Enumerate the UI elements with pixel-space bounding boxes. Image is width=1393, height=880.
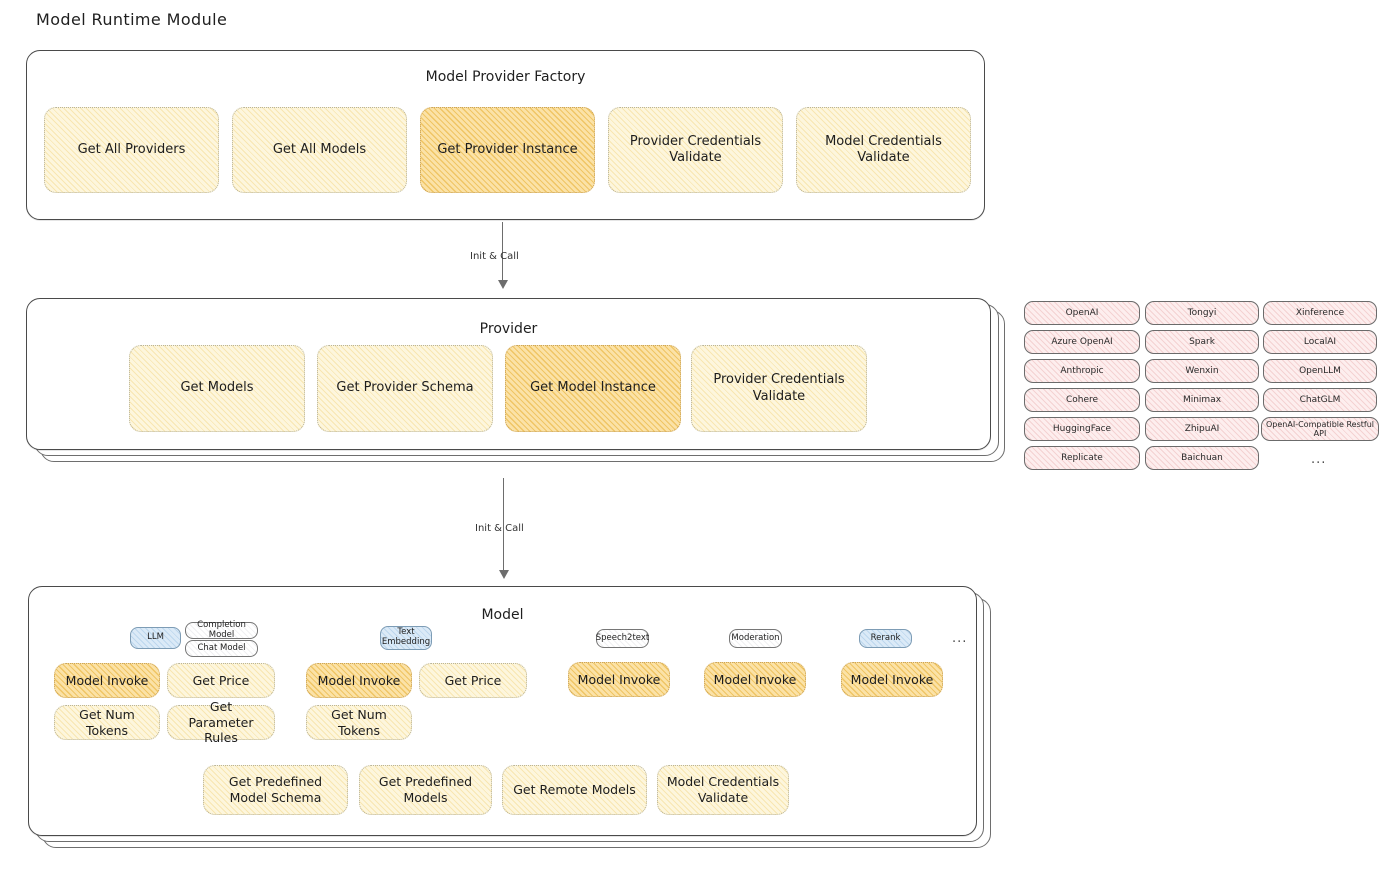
model-common-node-model-credentials-validate[interactable]: Model Credentials Validate bbox=[657, 765, 789, 815]
factory-node-get-all-models[interactable]: Get All Models bbox=[232, 107, 407, 193]
provider-pill-wenxin[interactable]: Wenxin bbox=[1145, 359, 1259, 383]
speech2text-node-model-invoke[interactable]: Model Invoke bbox=[568, 662, 670, 697]
provider-pill-openai-compatible-restful-api[interactable]: OpenAI-Compatible Restful API bbox=[1261, 417, 1379, 441]
factory-node-model-credentials-validate[interactable]: Model Credentials Validate bbox=[796, 107, 971, 193]
model-type-badge-moderation[interactable]: Moderation bbox=[729, 629, 782, 648]
provider-title: Provider bbox=[479, 321, 538, 337]
rerank-node-model-invoke[interactable]: Model Invoke bbox=[841, 662, 943, 697]
model-common-node-get-predefined-model-schema[interactable]: Get Predefined Model Schema bbox=[203, 765, 348, 815]
model-sub-badge-completion-model[interactable]: Completion Model bbox=[185, 620, 258, 639]
text-embedding-node-get-num-tokens[interactable]: Get Num Tokens bbox=[306, 705, 412, 740]
llm-node-model-invoke[interactable]: Model Invoke bbox=[54, 663, 160, 698]
provider-pill-anthropic[interactable]: Anthropic bbox=[1024, 359, 1140, 383]
arrow-factory-to-provider-head bbox=[498, 280, 508, 289]
arrow-provider-to-model-label: Init & Call bbox=[475, 523, 524, 534]
provider-pill-zhipuai[interactable]: ZhipuAI bbox=[1145, 417, 1259, 441]
provider-pill-localai[interactable]: LocalAI bbox=[1263, 330, 1377, 354]
factory-node-get-all-providers[interactable]: Get All Providers bbox=[44, 107, 219, 193]
provider-pill-huggingface[interactable]: HuggingFace bbox=[1024, 417, 1140, 441]
provider-pill-xinference[interactable]: Xinference bbox=[1263, 301, 1377, 325]
llm-node-get-num-tokens[interactable]: Get Num Tokens bbox=[54, 705, 160, 740]
page-title: Model Runtime Module bbox=[36, 10, 228, 29]
model-type-badge-text-embedding[interactable]: Text Embedding bbox=[380, 626, 432, 650]
model-types-ellipsis: ... bbox=[952, 631, 968, 646]
model-common-node-get-predefined-models[interactable]: Get Predefined Models bbox=[359, 765, 492, 815]
arrow-provider-to-model-head bbox=[499, 570, 509, 579]
provider-pill-chatglm[interactable]: ChatGLM bbox=[1263, 388, 1377, 412]
provider-node-get-provider-schema[interactable]: Get Provider Schema bbox=[317, 345, 493, 432]
provider-list-ellipsis: ... bbox=[1311, 452, 1327, 467]
provider-pill-cohere[interactable]: Cohere bbox=[1024, 388, 1140, 412]
provider-node-get-models[interactable]: Get Models bbox=[129, 345, 305, 432]
text-embedding-node-model-invoke[interactable]: Model Invoke bbox=[306, 663, 412, 698]
provider-pill-minimax[interactable]: Minimax bbox=[1145, 388, 1259, 412]
model-provider-factory-title: Model Provider Factory bbox=[425, 69, 586, 85]
text-embedding-node-get-price[interactable]: Get Price bbox=[419, 663, 527, 698]
llm-node-get-price[interactable]: Get Price bbox=[167, 663, 275, 698]
moderation-node-model-invoke[interactable]: Model Invoke bbox=[704, 662, 806, 697]
model-common-node-get-remote-models[interactable]: Get Remote Models bbox=[502, 765, 647, 815]
provider-pill-openllm[interactable]: OpenLLM bbox=[1263, 359, 1377, 383]
provider-pill-azure-openai[interactable]: Azure OpenAI bbox=[1024, 330, 1140, 354]
factory-node-get-provider-instance[interactable]: Get Provider Instance bbox=[420, 107, 595, 193]
provider-pill-spark[interactable]: Spark bbox=[1145, 330, 1259, 354]
model-type-badge-llm[interactable]: LLM bbox=[130, 627, 181, 649]
provider-pill-openai[interactable]: OpenAI bbox=[1024, 301, 1140, 325]
arrow-provider-to-model-line bbox=[503, 478, 505, 573]
arrow-factory-to-provider-line bbox=[502, 222, 504, 282]
model-title: Model bbox=[481, 607, 524, 623]
provider-pill-replicate[interactable]: Replicate bbox=[1024, 446, 1140, 470]
arrow-factory-to-provider-label: Init & Call bbox=[470, 251, 519, 262]
model-type-badge-rerank[interactable]: Rerank bbox=[859, 629, 912, 648]
model-type-badge-speech2text[interactable]: Speech2text bbox=[596, 629, 649, 648]
llm-node-get-parameter-rules[interactable]: Get Parameter Rules bbox=[167, 699, 275, 745]
provider-node-provider-credentials-validate[interactable]: Provider Credentials Validate bbox=[691, 345, 867, 432]
model-sub-badge-chat-model[interactable]: Chat Model bbox=[185, 640, 258, 657]
factory-node-provider-credentials-validate[interactable]: Provider Credentials Validate bbox=[608, 107, 783, 193]
provider-pill-baichuan[interactable]: Baichuan bbox=[1145, 446, 1259, 470]
provider-pill-tongyi[interactable]: Tongyi bbox=[1145, 301, 1259, 325]
provider-node-get-model-instance[interactable]: Get Model Instance bbox=[505, 345, 681, 432]
